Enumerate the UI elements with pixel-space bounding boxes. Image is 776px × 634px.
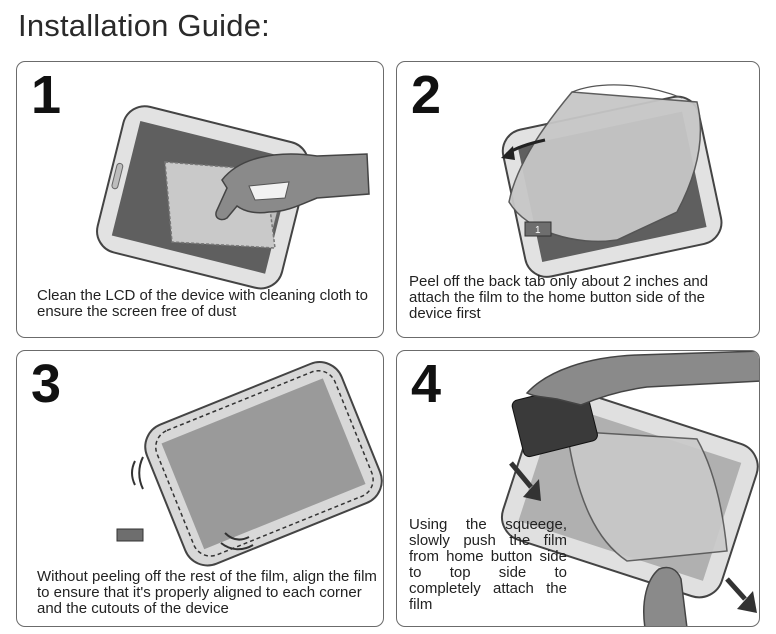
step-number: 1 <box>31 65 62 125</box>
step-panel-1: 1 Clean the LCD of the device with clean… <box>16 61 384 338</box>
step-2-illustration: 1 <box>501 84 723 278</box>
step-number: 4 <box>411 354 442 414</box>
step-3-illustration <box>116 361 383 567</box>
step-instruction: Using the squeege, slowly push the film … <box>409 516 567 613</box>
page-title: Installation Guide: <box>18 8 270 43</box>
step-instruction: Clean the LCD of the device with cleanin… <box>37 287 369 320</box>
tab-label: 1 <box>535 225 541 236</box>
step-number: 2 <box>411 65 442 125</box>
step-instruction: Without peeling off the rest of the film… <box>37 568 377 617</box>
step-4-illustration <box>501 351 759 626</box>
step-panel-2: 1 2 Peel off the back tab only about 2 i… <box>396 61 760 338</box>
step-panel-3: 3 Without peeling off the rest of the fi… <box>16 350 384 627</box>
step-instruction: Peel off the back tab only about 2 inche… <box>409 273 709 322</box>
step-1-illustration <box>96 105 370 290</box>
step-panel-4: 4 Using the squeege, slowly push the fil… <box>396 350 760 627</box>
step-number: 3 <box>31 354 62 414</box>
